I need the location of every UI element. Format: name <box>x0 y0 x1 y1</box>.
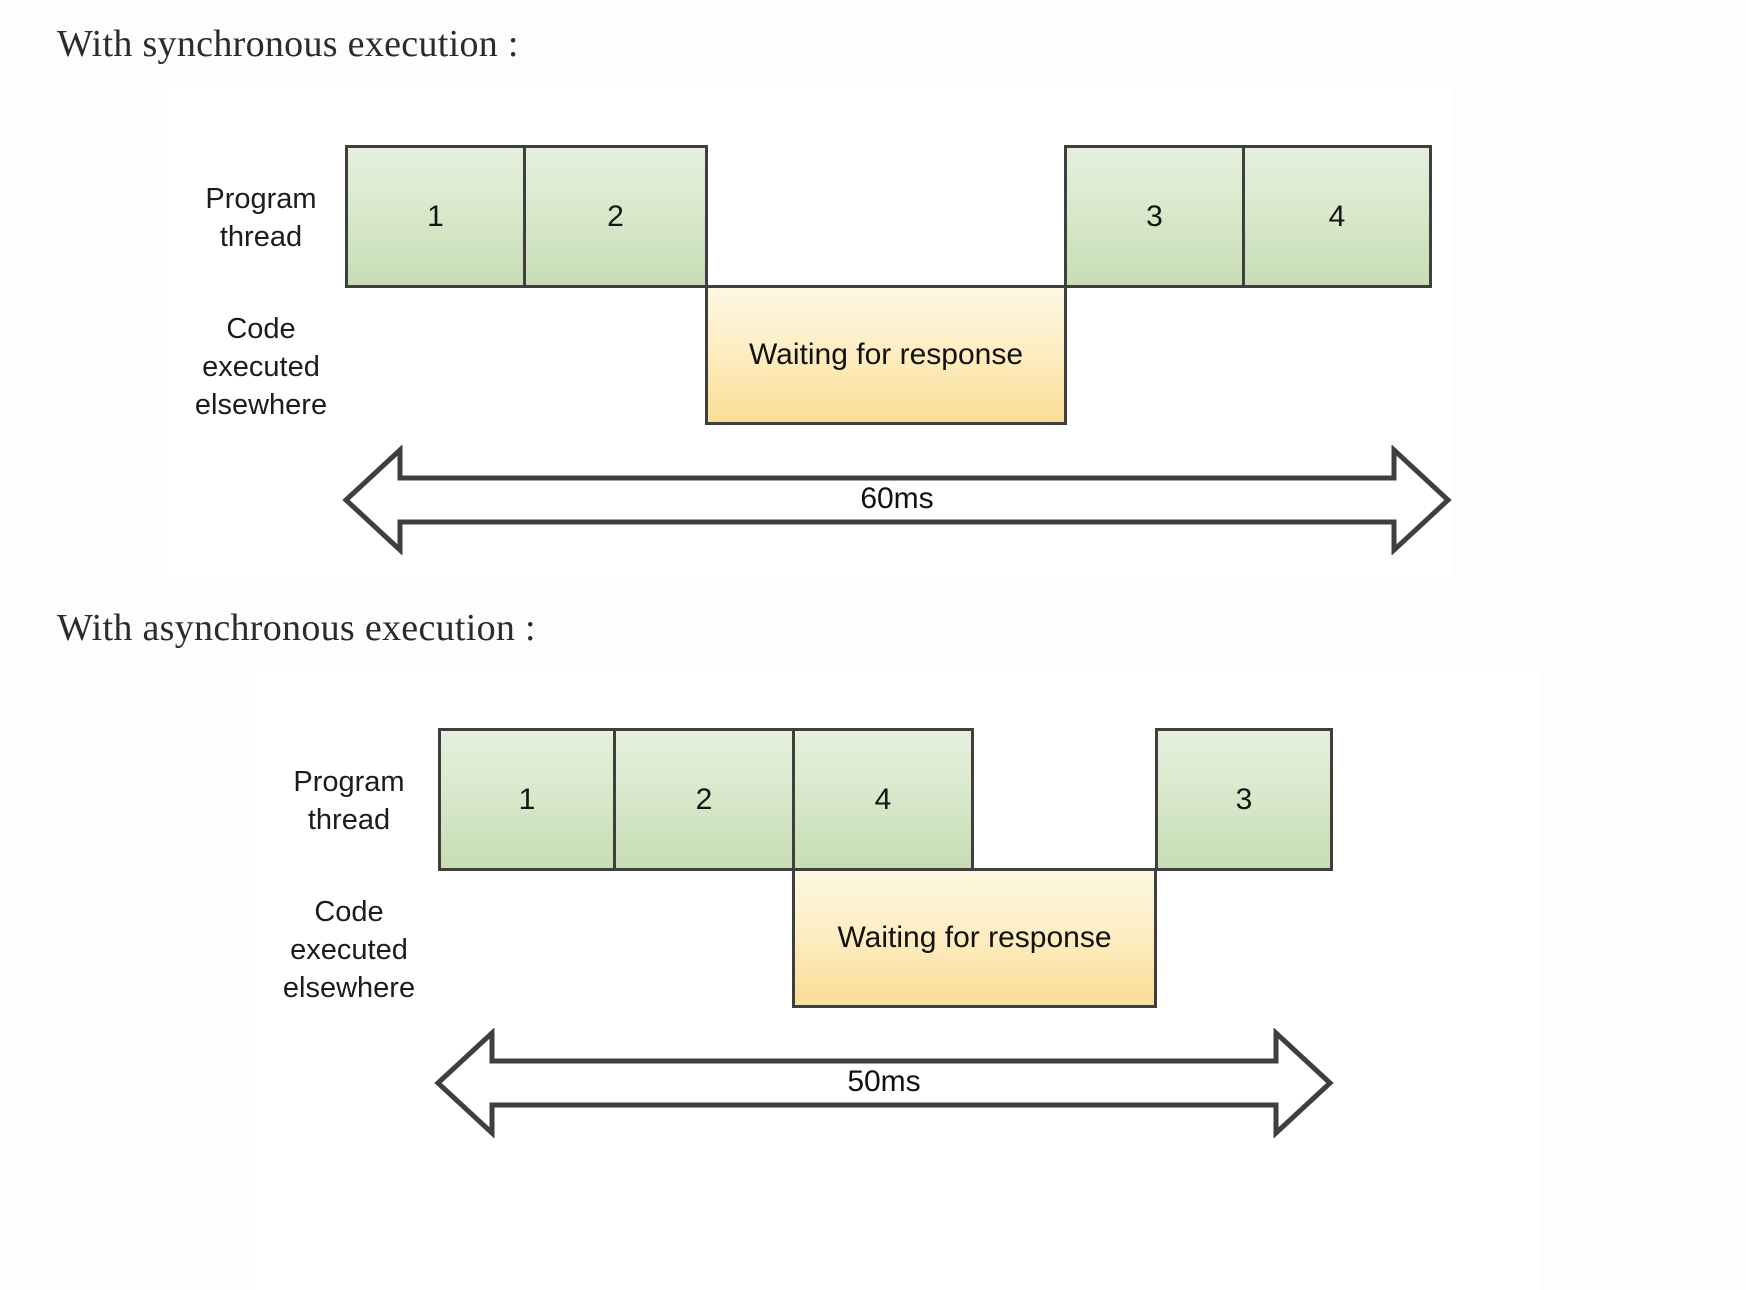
task-block-2[interactable]: 2 <box>523 145 708 288</box>
task-block-label: 3 <box>1146 199 1163 233</box>
section-heading-asynchronous: With asynchronous execution : <box>57 607 536 649</box>
task-block-1[interactable]: 1 <box>345 145 526 288</box>
task-block-label: 1 <box>518 782 536 816</box>
row-label-code-executed-elsewhere: Code executed elsewhere <box>194 313 328 421</box>
waiting-for-response-label: Waiting for response <box>748 338 1023 371</box>
task-block-label: 3 <box>1235 782 1253 816</box>
section-heading-synchronous: With synchronous execution : <box>57 23 519 65</box>
task-block-2[interactable]: 2 <box>613 728 795 871</box>
diagram-panel-synchronous: Program thread Code executed elsewhere 1… <box>168 82 1452 577</box>
row-label-program-thread: Program thread <box>205 183 317 253</box>
task-block-1[interactable]: 1 <box>438 728 616 871</box>
row-label-code-executed-elsewhere: Code executed elsewhere <box>282 896 416 1004</box>
duration-arrow-50ms <box>434 1028 1334 1138</box>
diagram-panel-asynchronous: Program thread Code executed elsewhere 1… <box>256 665 1539 1290</box>
task-block-4[interactable]: 4 <box>792 728 974 871</box>
waiting-for-response-block[interactable]: Waiting for response <box>705 285 1067 425</box>
duration-label-50ms: 50ms <box>847 1065 921 1098</box>
task-block-4[interactable]: 4 <box>1242 145 1432 288</box>
duration-arrow-60ms <box>342 445 1452 555</box>
waiting-for-response-label: Waiting for response <box>837 921 1112 954</box>
task-block-label: 4 <box>874 782 892 816</box>
task-block-label: 2 <box>607 199 624 233</box>
waiting-for-response-block[interactable]: Waiting for response <box>792 868 1157 1008</box>
task-block-label: 4 <box>1328 199 1346 233</box>
task-block-3[interactable]: 3 <box>1064 145 1245 288</box>
duration-label-60ms: 60ms <box>860 482 934 515</box>
task-block-label: 1 <box>427 199 444 233</box>
task-block-label: 2 <box>695 782 713 816</box>
task-block-3[interactable]: 3 <box>1155 728 1333 871</box>
row-label-program-thread: Program thread <box>293 766 405 836</box>
